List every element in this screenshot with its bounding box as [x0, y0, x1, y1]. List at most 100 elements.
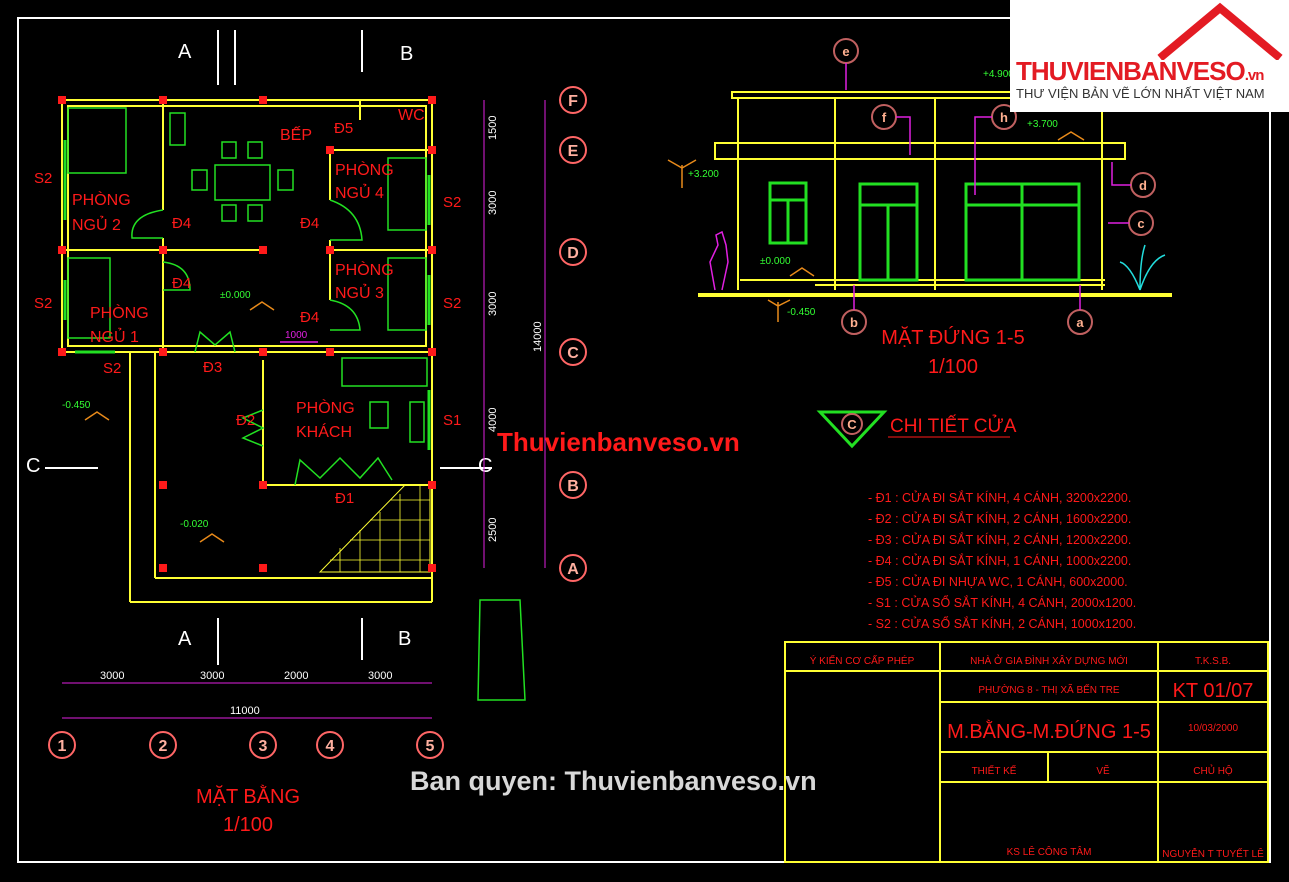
plant-figure [1119, 244, 1166, 291]
axis-label: D [567, 245, 579, 262]
dim-y: 1500 [487, 116, 499, 140]
room-label-living: PHÒNG [296, 398, 355, 417]
furniture [67, 107, 526, 701]
car-outline [477, 599, 526, 701]
dim-x: 3000 [200, 670, 224, 682]
elevation-marker: e [842, 44, 849, 59]
dim-x: 3000 [100, 670, 124, 682]
window-label-s2: S2 [34, 295, 52, 312]
section-mark-c: C [478, 455, 492, 477]
room-label-bedroom3-line2: NGỦ 3 [335, 283, 384, 302]
door-label-d5: Đ5 [334, 120, 353, 137]
axis-label: B [567, 478, 579, 495]
level-label: ±0.000 [760, 256, 791, 267]
room-label-living-line2: KHÁCH [296, 422, 352, 441]
sheet-border [17, 17, 1271, 863]
door-label-d4: Đ4 [300, 309, 319, 326]
opening-dimension: 1000 [285, 330, 308, 341]
room-label-bedroom4: PHÒNG [335, 160, 394, 179]
door-label-d4: Đ4 [172, 215, 191, 232]
outer-wall [61, 99, 433, 353]
dim-x: 2000 [284, 670, 308, 682]
detail-marker-icon [816, 410, 888, 449]
section-mark-b: B [398, 628, 411, 650]
room-label-bedroom2: PHÒNG [72, 190, 131, 209]
elevation-scale: 1/100 [928, 356, 978, 378]
axis-label: 1 [58, 738, 67, 755]
watermark-copyright: Ban quyen: Thuvienbanveso.vn [410, 766, 817, 796]
elevation-marker: h [1000, 110, 1008, 125]
axis-label: F [568, 93, 578, 110]
door-schedule-item: - Đ3 : CỬA ĐI SẮT KÍNH, 2 CÁNH, 1200x220… [868, 532, 1131, 547]
floor-plan: PHÒNG NGỦ 2 PHÒNG NGỦ 1 PHÒNG NGỦ 4 PHÒN… [26, 30, 587, 836]
section-mark-a: A [178, 628, 192, 650]
room-label-bedroom2-line2: NGỦ 2 [72, 215, 121, 234]
elevation-marker: a [1076, 315, 1084, 330]
axis-label: E [568, 143, 579, 160]
columns [58, 96, 436, 572]
watermark-center: Thuvienbanveso.vn [497, 427, 740, 457]
section-mark-b: B [400, 43, 413, 65]
dim-y-total: 14000 [532, 321, 544, 352]
level-label: +4.900 [983, 69, 1014, 80]
level-label: +3.700 [1027, 119, 1058, 130]
axis-label: 5 [426, 738, 435, 755]
owner-name: NGUYỄN T TUYẾT LÊ [1162, 847, 1264, 860]
project-location: PHƯỜNG 8 - THỊ XÃ BẾN TRE [978, 683, 1120, 696]
drawing-title: M.BẰNG-M.ĐỨNG 1-5 [947, 719, 1151, 743]
dim-y: 3000 [487, 292, 499, 316]
door-schedule-item: - Đ4 : CỬA ĐI SẮT KÍNH, 1 CÁNH, 1000x220… [868, 553, 1131, 568]
elevation-title: MẶT ĐỨNG 1-5 [881, 326, 1024, 349]
door-label-d1: Đ1 [335, 490, 354, 507]
permit-label: Ý KIẾN CƠ CẤP PHÉP [810, 654, 915, 667]
logo-tagline: THƯ VIỆN BẢN VẼ LỚN NHẤT VIỆT NAM [1016, 86, 1265, 101]
level-label: -0.450 [787, 307, 816, 318]
axis-label: 3 [259, 738, 268, 755]
room-label-bedroom1: PHÒNG [90, 303, 149, 322]
window-label-s2: S2 [34, 170, 52, 187]
logo-brand-suffix: .vn [1244, 67, 1265, 84]
person-figure [709, 230, 729, 291]
door-label-d4: Đ4 [300, 215, 319, 232]
engineer-name: KS LÊ CÔNG TÂM [1007, 845, 1092, 858]
dim-y: 2500 [487, 518, 499, 542]
dim-x: 3000 [368, 670, 392, 682]
level-label: +3.200 [688, 169, 719, 180]
owner-label: CHỦ HỘ [1193, 764, 1233, 777]
elevation-marker: b [850, 315, 858, 330]
dim-y: 4000 [487, 408, 499, 432]
room-label-wc: WC [398, 107, 425, 124]
door-schedule-title: CHI TIẾT CỬA [890, 415, 1017, 437]
drawn-label: VẼ [1096, 764, 1110, 777]
elevation: e f h d c b a +4.900 +3.700 +3.200 ±0.00… [667, 38, 1172, 378]
project-name: NHÀ Ở GIA ĐÌNH XÂY DỰNG MỚI [970, 654, 1128, 667]
door-label-d3: Đ3 [203, 359, 222, 376]
elevation-marker: c [1137, 216, 1144, 231]
door-label-d2: Đ2 [236, 412, 255, 429]
door-schedule-item: - Đ1 : CỬA ĐI SẮT KÍNH, 4 CÁNH, 3200x220… [868, 490, 1131, 505]
section-mark-c: C [26, 455, 40, 477]
axis-label: A [567, 561, 579, 578]
tksb-label: T.K.S.B. [1195, 656, 1231, 667]
axis-label: 2 [159, 738, 168, 755]
window-label-s2: S2 [103, 360, 121, 377]
dim-x-total: 11000 [230, 705, 260, 717]
title-block: Ý KIẾN CƠ CẤP PHÉP NHÀ Ở GIA ĐÌNH XÂY DỰ… [784, 641, 1269, 863]
design-label: THIẾT KẾ [972, 764, 1017, 777]
elevation-marker: f [882, 110, 887, 125]
window-label-s2: S2 [443, 194, 461, 211]
room-label-bedroom3: PHÒNG [335, 260, 394, 279]
elevation-marker: d [1139, 178, 1147, 193]
door-schedule: C CHI TIẾT CỬA - Đ1 : CỬA ĐI SẮT KÍNH, 4… [816, 410, 1136, 631]
window-label-s1: S1 [443, 412, 461, 429]
level-label: -0.020 [180, 519, 209, 530]
logo-brand-text: THUVIENBANVESO [1016, 56, 1246, 86]
site-logo[interactable]: THUVIENBANVESO.vn THƯ VIỆN BẢN VẼ LỚN NH… [1010, 0, 1289, 112]
room-label-bedroom4-line2: NGỦ 4 [335, 183, 384, 202]
plan-scale: 1/100 [223, 814, 273, 836]
room-label-kitchen: BẾP [280, 125, 312, 144]
window-label-s2: S2 [443, 295, 461, 312]
level-label: ±0.000 [220, 290, 251, 301]
detail-marker-label: C [847, 417, 857, 432]
